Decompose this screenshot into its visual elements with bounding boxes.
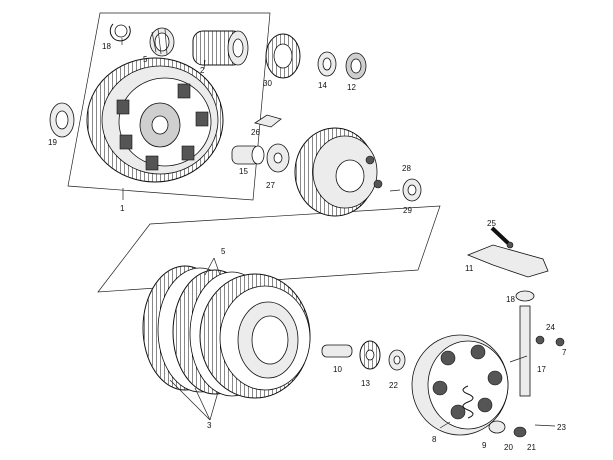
label-19: 19	[48, 138, 57, 147]
label-21: 21	[527, 443, 536, 452]
label-26: 26	[251, 128, 260, 137]
label-14: 14	[318, 81, 327, 90]
label-5b: 5	[143, 55, 148, 64]
shaft-seal-part	[515, 290, 535, 302]
label-10: 10	[333, 365, 342, 374]
spacer-sleeve-part	[231, 145, 265, 165]
label-24: 24	[546, 323, 555, 332]
gear-bush-part	[192, 30, 249, 66]
needle-bearing-part	[345, 52, 367, 80]
pressure-cover-part	[411, 334, 509, 436]
label-27: 27	[266, 181, 275, 190]
upper-group-frame	[67, 12, 271, 201]
hub-nut-part	[402, 178, 422, 202]
spring-washer-part	[488, 420, 506, 434]
release-bearing-part	[359, 340, 381, 370]
push-rod-part	[321, 344, 353, 358]
label-28: 28	[402, 164, 411, 173]
label-25: 25	[487, 219, 496, 228]
label-3: 3	[207, 421, 212, 430]
release-shaft-part	[519, 305, 531, 397]
key-part	[254, 114, 282, 128]
clutch-plate-stack-part	[142, 265, 311, 399]
label-22: 22	[389, 381, 398, 390]
label-8: 8	[432, 435, 437, 444]
inner-hub-part	[294, 127, 383, 217]
screw-24-part	[535, 335, 545, 345]
label-13: 13	[361, 379, 370, 388]
label-9: 9	[482, 441, 487, 450]
left-washer-part	[49, 102, 75, 138]
clutch-housing-part	[86, 57, 224, 183]
release-lever-part	[466, 244, 549, 278]
circlip-part	[109, 23, 131, 42]
lever-bolt-part	[490, 226, 514, 249]
label-29: 29	[403, 206, 412, 215]
label-23: 23	[557, 423, 566, 432]
label-12: 12	[347, 83, 356, 92]
label-15: 15	[239, 167, 248, 176]
release-washer-part	[388, 349, 406, 371]
spring-part	[462, 385, 474, 419]
label-1: 1	[120, 204, 125, 213]
spring-nut-part	[513, 426, 527, 438]
hub-washer-part	[266, 143, 290, 173]
label-11: 11	[465, 264, 474, 273]
label-18b: 18	[506, 295, 515, 304]
label-7: 7	[562, 348, 567, 357]
roller-bearing-part	[149, 27, 175, 57]
label-17: 17	[537, 365, 546, 374]
thrust-washer-part	[317, 51, 337, 77]
label-18: 18	[102, 42, 111, 51]
leader-lines	[121, 38, 556, 429]
label-5: 5	[221, 247, 226, 256]
label-30: 30	[263, 79, 272, 88]
label-2: 2	[200, 66, 205, 75]
small-gear-part	[265, 33, 301, 79]
label-20: 20	[504, 443, 513, 452]
screw-7-part	[555, 337, 565, 347]
